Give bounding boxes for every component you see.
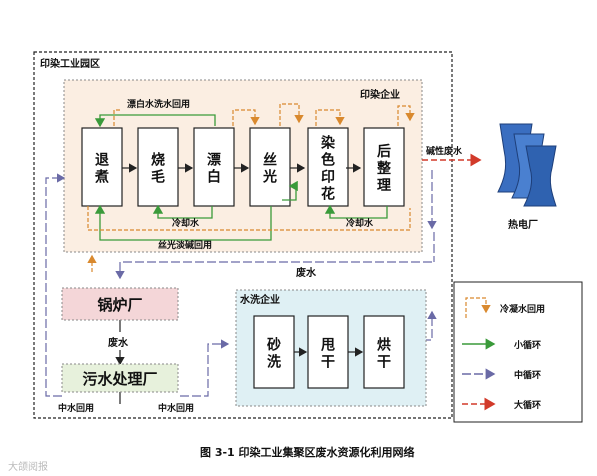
power-plant-cooling-towers-icon — [497, 123, 557, 207]
annotation-bleach-wash-reuse: 漂白水洗水回用 — [127, 98, 190, 110]
process-box-0 — [81, 127, 123, 207]
boiler-plant-box — [61, 287, 179, 321]
enterprise-title: 印染企业 — [360, 88, 400, 101]
legend-big-cycle-label: 大循环 — [514, 399, 541, 411]
process-label-2: 漂白 — [207, 153, 221, 186]
process-box-2 — [193, 127, 235, 207]
watermark: 大颌阅报 — [8, 460, 48, 473]
washing-process-label-1: 甩干 — [320, 338, 335, 371]
mid-cycle-lines — [45, 170, 437, 397]
process-label-4: 染色印花 — [321, 135, 336, 203]
washing-process-box-2 — [363, 315, 405, 389]
annotation-reclaimed-2: 中水回用 — [158, 402, 194, 414]
park-title: 印染工业园区 — [40, 57, 100, 70]
process-label-3: 丝光 — [262, 152, 277, 186]
annotation-cooling-water-2: 冷却水 — [346, 217, 374, 229]
annotation-wastewater-mid: 废水 — [108, 336, 129, 349]
washing-enterprise-title: 水洗企业 — [239, 293, 280, 306]
small-cycle-lines — [94, 114, 388, 241]
legend-mid-cycle-label: 中循环 — [514, 369, 541, 381]
process-chain: 退煮 烧毛 漂白 丝光 染色印花 后整理 — [81, 127, 405, 207]
legend-condensate-label: 冷凝水回用 — [500, 303, 545, 315]
legend-condensate-symbol — [465, 297, 491, 318]
boiler-plant-label: 锅炉厂 — [97, 296, 142, 314]
process-label-1: 烧毛 — [151, 152, 165, 186]
annotation-mercerize-reuse: 丝光淡碱回用 — [158, 239, 212, 251]
annotation-alkaline-wastewater: 碱性废水 — [426, 145, 463, 157]
legend-small-cycle-label: 小循环 — [513, 339, 541, 351]
washing-process-box-0 — [253, 315, 295, 389]
legend-box — [453, 281, 583, 423]
process-label-5: 后整理 — [376, 143, 392, 194]
washing-process-label-0: 砂洗 — [266, 337, 281, 371]
figure-caption: 图 3-1 印染工业集聚区废水资源化利用网络 — [200, 445, 415, 459]
annotation-wastewater-top: 废水 — [296, 266, 317, 279]
sewage-plant-label: 污水处理厂 — [82, 370, 157, 388]
process-box-4 — [307, 127, 349, 207]
process-box-1 — [137, 127, 179, 207]
power-plant-label: 热电厂 — [508, 218, 538, 231]
annotation-reclaimed-1: 中水回用 — [58, 402, 94, 414]
process-box-3 — [249, 127, 291, 207]
sewage-plant-box — [61, 363, 179, 393]
process-label-0: 退煮 — [94, 153, 109, 186]
washing-process-label-2: 烘干 — [377, 337, 391, 371]
washing-process-chain: 砂洗 甩干 烘干 — [253, 315, 405, 389]
washing-process-box-1 — [307, 315, 349, 389]
annotation-cooling-water-1: 冷却水 — [172, 217, 200, 229]
process-box-5 — [363, 127, 405, 207]
park-boundary — [33, 51, 453, 419]
